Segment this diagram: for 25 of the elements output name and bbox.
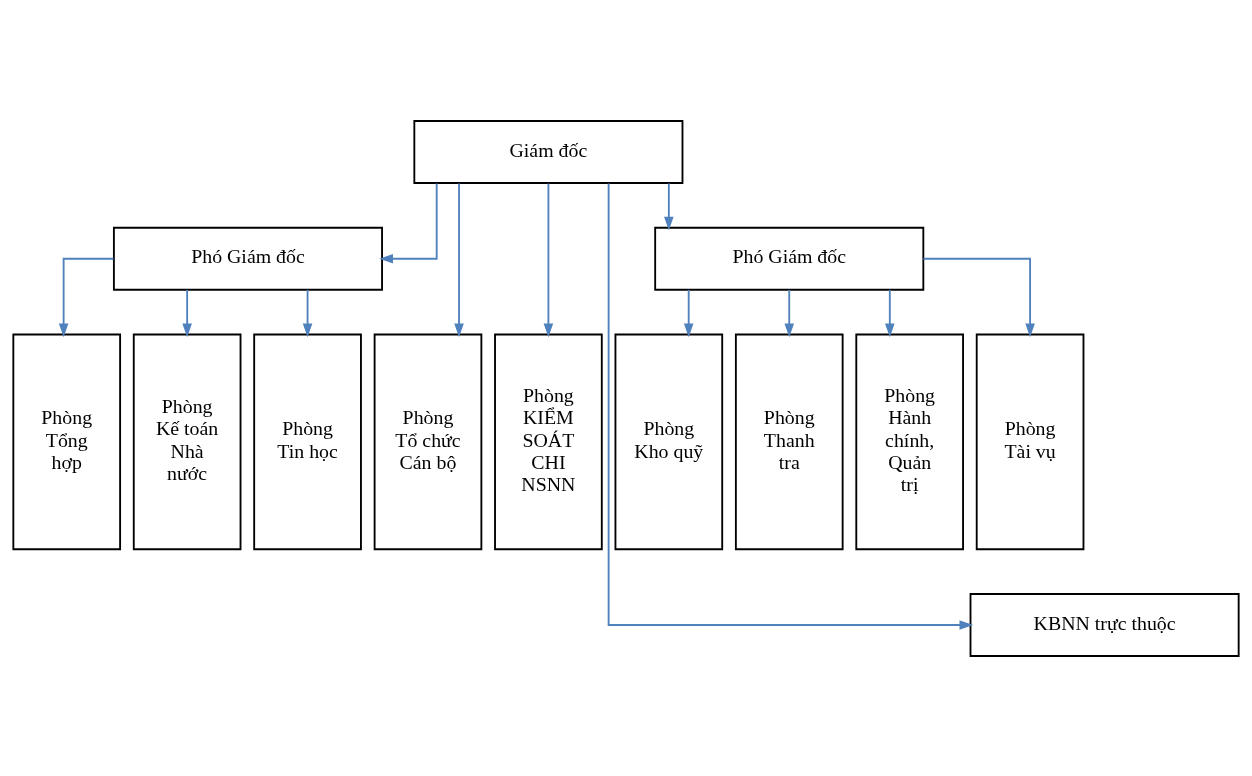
node-box: Phòng Kế toán Nhà nước [132,333,242,550]
node-box: Phòng Tin học [253,333,362,550]
arrow [664,182,674,230]
arrow [302,288,313,337]
node-box: Phòng Kho quỹ [614,333,724,550]
arrow [885,288,895,337]
node-box: Phó Giám đốc [654,226,925,291]
arrow [922,257,1035,337]
node-box: Phòng Hành chính, Quản trị [855,333,964,550]
arrow [454,182,464,337]
node-box: Phòng Tổng hợp [12,333,122,550]
node-box: Phòng KIỂM SOÁT CHI NSNN [494,333,603,550]
node-box: Phòng Thanh tra [734,333,844,550]
arrow [182,288,192,337]
node-box: Phòng Tài vụ [975,333,1085,550]
arrow [58,257,115,337]
node-box: Phó Giám đốc [112,226,383,291]
arrow [784,288,795,337]
arrow [683,288,694,337]
arrow [607,181,974,630]
node-box: Phòng Tổ chức Cán bộ [373,333,483,550]
arrow [379,182,438,264]
node-box: Giám đốc [413,119,684,184]
arrow [543,182,554,337]
node-box: KBNN trực thuộc [969,592,1240,657]
